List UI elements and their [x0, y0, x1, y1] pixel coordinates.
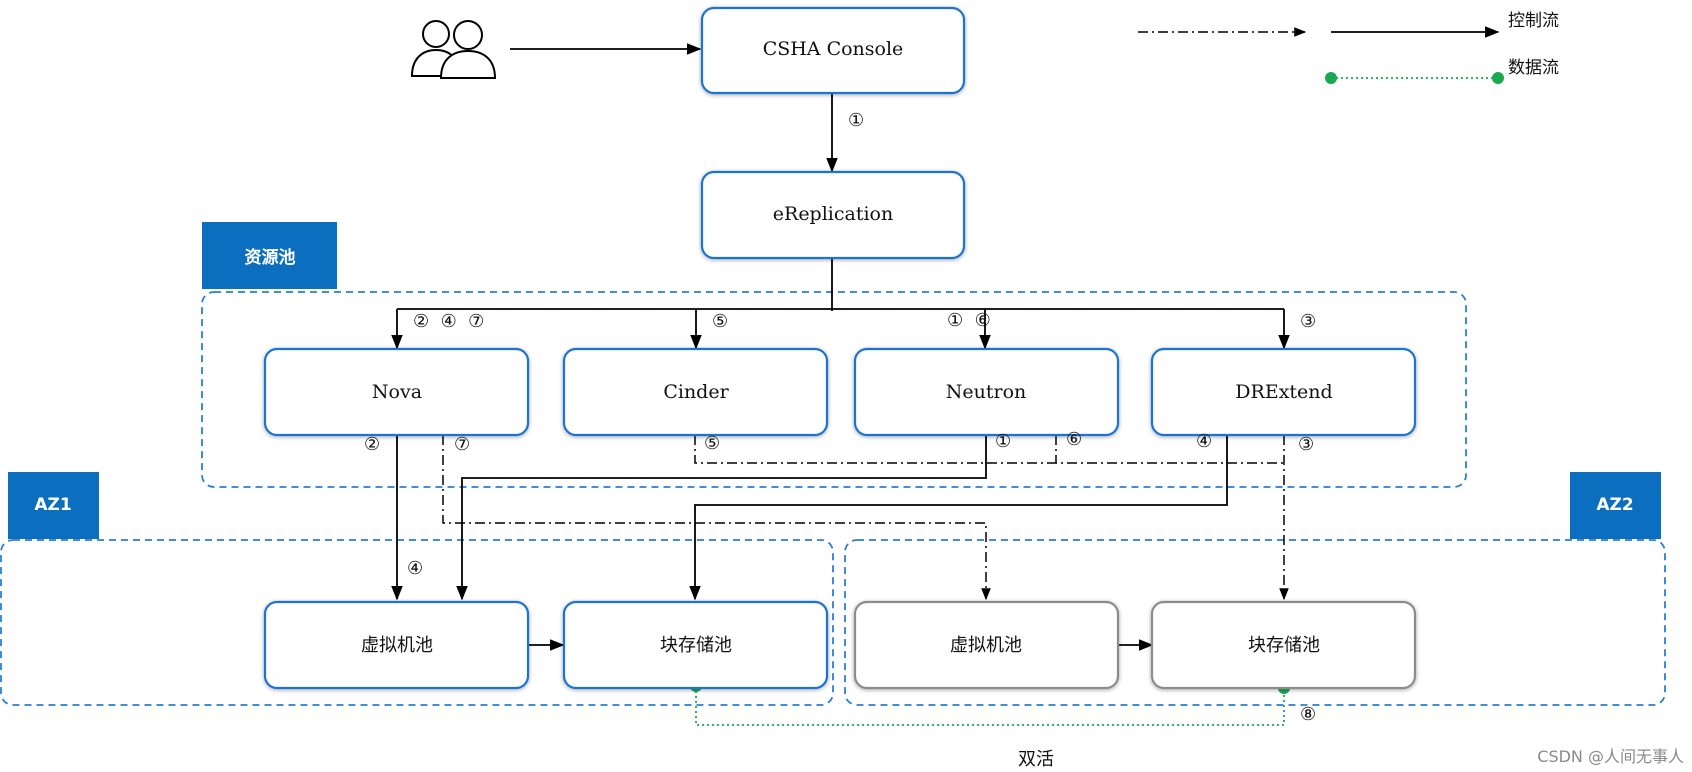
az1-label: AZ1	[8, 472, 99, 539]
active-active-label: 双活	[1018, 749, 1054, 770]
az1-label-text: AZ1	[34, 495, 71, 515]
step-neutron-out-control: ①	[995, 431, 1011, 452]
az1-block-pool-node[interactable]	[562, 600, 829, 690]
csha-console-label: CSHA Console	[763, 38, 904, 60]
edge-active-active-link	[695, 686, 1285, 726]
step-ereplication-to-neutron: ① ⑥	[947, 310, 991, 331]
data-flow-edges	[695, 77, 1498, 726]
step-active-active-link: ⑧	[1300, 704, 1316, 725]
step-ereplication-to-drextend: ③	[1300, 311, 1316, 332]
legend-data-flow-label: 数据流	[1508, 58, 1559, 78]
legend-data-flow-start-dot	[1325, 72, 1337, 84]
nova-node[interactable]	[263, 347, 530, 437]
az2-label-text: AZ2	[1596, 495, 1633, 515]
edge-drextend-to-az1-block	[689, 435, 1228, 601]
drextend-label: DRExtend	[1235, 381, 1332, 403]
edge-neutron-to-az1-vm	[456, 435, 987, 601]
az2-block-pool-node[interactable]	[1150, 600, 1417, 690]
az1-vm-pool-label: 虚拟机池	[361, 635, 433, 656]
resource-pool-label-text: 资源池	[245, 247, 296, 268]
watermark-text: CSDN @人间无事人	[1537, 747, 1684, 766]
drextend-node[interactable]	[1150, 347, 1417, 437]
step-markers: ① ② ④ ⑦ ⑤ ① ⑥ ③ ② ⑦ ⑤ ① ⑥ ④ ③ ④ ⑧	[364, 110, 1316, 725]
step-ereplication-to-cinder: ⑤	[712, 311, 728, 332]
resource-pool-zone	[201, 291, 1467, 488]
dash-dot-edges	[442, 27, 1307, 601]
az1-block-pool-label: 块存储池	[660, 635, 732, 656]
step-nova-out-control: ②	[364, 434, 380, 455]
az2-label: AZ2	[1570, 472, 1661, 539]
az1-vm-pool-node[interactable]	[263, 600, 530, 690]
step-az1-vm-in: ④	[407, 558, 423, 579]
edge-nova-to-az2-vm	[442, 435, 991, 601]
neutron-label: Neutron	[946, 381, 1027, 403]
step-nova-out-data: ⑦	[454, 434, 470, 455]
az2-zone	[844, 539, 1666, 706]
nova-label: Nova	[372, 381, 422, 403]
control-flow-edges	[391, 26, 1500, 651]
step-neutron-out-data: ⑥	[1066, 429, 1082, 450]
users-icon	[410, 20, 497, 79]
cinder-node[interactable]	[562, 347, 829, 437]
cinder-label: Cinder	[663, 381, 729, 403]
legend-control-flow-label: 控制流	[1508, 11, 1559, 31]
step-console-to-ereplication: ①	[848, 110, 864, 131]
az2-vm-pool-node[interactable]	[853, 600, 1120, 690]
neutron-node[interactable]	[853, 347, 1120, 437]
ereplication-label: eReplication	[773, 203, 893, 225]
edge-cinder-to-drextend-link	[694, 435, 1284, 464]
resource-pool-label: 资源池	[202, 222, 337, 289]
step-drextend-out-data: ③	[1298, 434, 1314, 455]
step-ereplication-to-nova: ② ④ ⑦	[413, 311, 484, 332]
az2-block-pool-label: 块存储池	[1248, 635, 1320, 656]
csha-console-node[interactable]	[700, 6, 966, 95]
step-drextend-out-control: ④	[1196, 431, 1212, 452]
node-labels: CSHA Console eReplication Nova Cinder Ne…	[361, 38, 1333, 656]
ereplication-node[interactable]	[700, 170, 966, 260]
az2-vm-pool-label: 虚拟机池	[950, 635, 1022, 656]
step-cinder-out: ⑤	[704, 433, 720, 454]
legend-data-flow-end-dot	[1492, 72, 1504, 84]
